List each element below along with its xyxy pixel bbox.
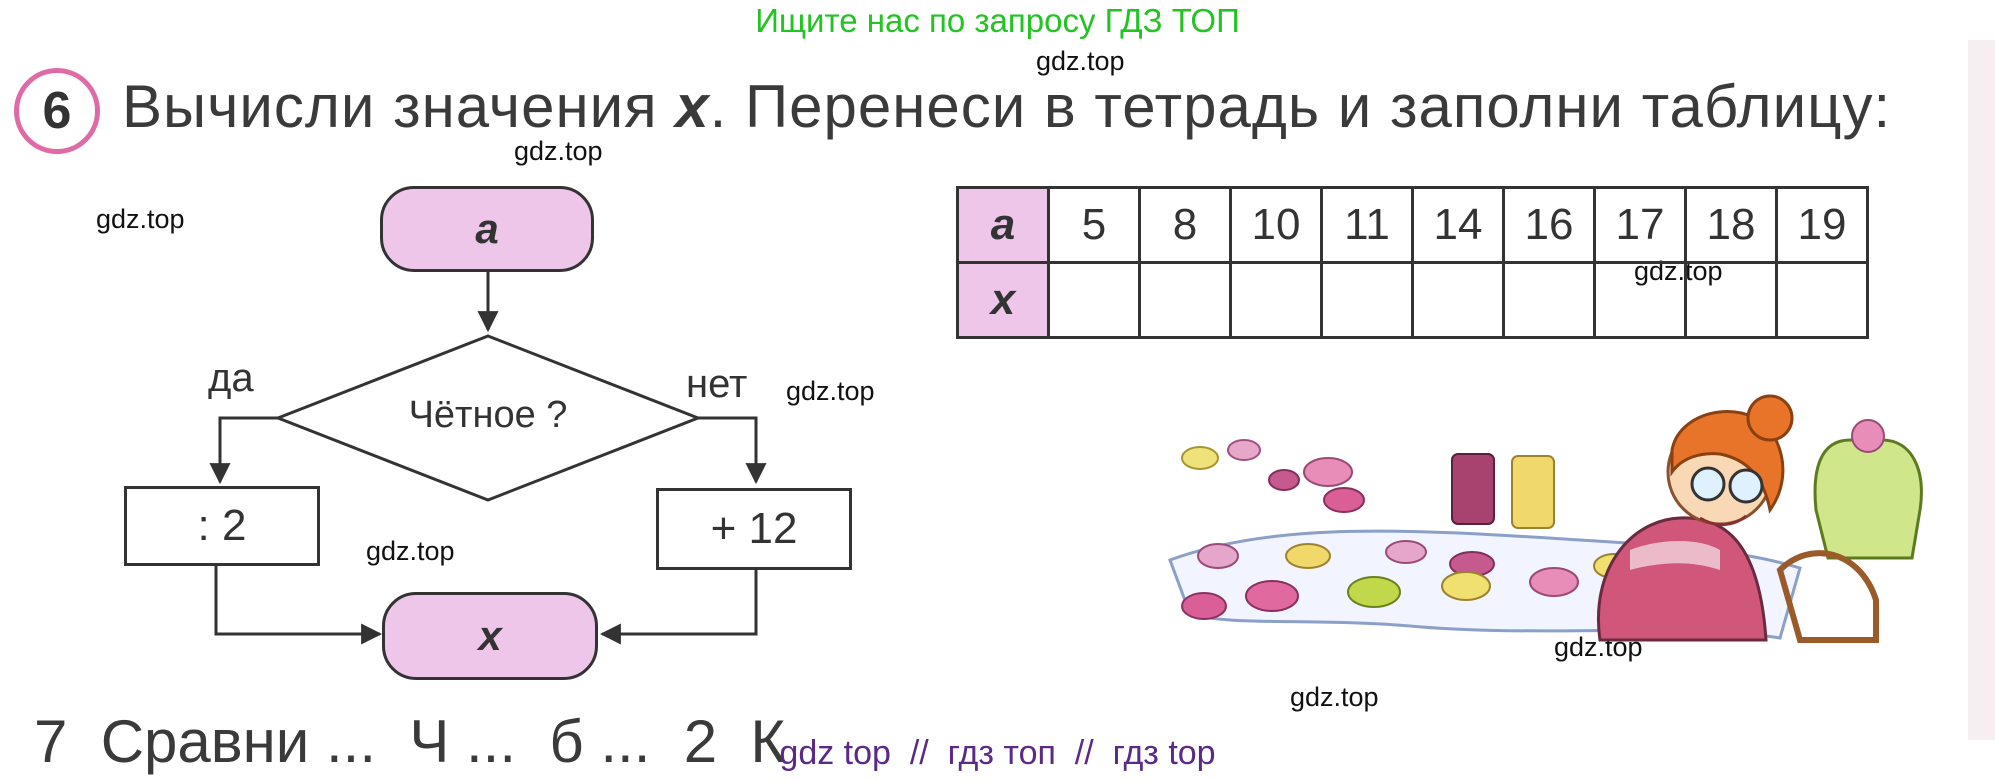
arrow-yes xyxy=(209,416,278,485)
watermark: gdz.top xyxy=(96,204,185,234)
arrow-yes-to-end xyxy=(214,566,383,645)
watermark: gdz.top xyxy=(786,376,875,406)
watermark: gdz.top xyxy=(1290,682,1379,712)
table-cell-x[interactable] xyxy=(1502,261,1596,339)
table-cell-a: 16 xyxy=(1502,186,1596,264)
banner-bottom: gdz top // гдз топ // гдз top xyxy=(779,734,1216,772)
table-cell-a: 10 xyxy=(1229,186,1323,264)
table-row-x: x xyxy=(956,261,1869,339)
table-cell-x[interactable] xyxy=(1775,261,1869,339)
table-cell-x[interactable] xyxy=(1411,261,1505,339)
table-cell-a: 18 xyxy=(1684,186,1778,264)
table-cell-x[interactable] xyxy=(1593,261,1687,339)
row-label-x: x xyxy=(956,261,1050,339)
table-cell-x[interactable] xyxy=(1684,261,1778,339)
row-label-a: a xyxy=(956,186,1050,264)
page-edge xyxy=(1968,40,1995,740)
watermark: gdz.top xyxy=(514,136,603,166)
task-text-before: Вычисли значения xyxy=(122,73,676,140)
arrow-no xyxy=(698,416,767,485)
task-statement: Вычисли значения x. Перенеси в тетрадь и… xyxy=(122,72,1891,141)
table-cell-a: 11 xyxy=(1320,186,1414,264)
no-action-box: + 12 xyxy=(656,488,852,570)
arrow-no-to-end xyxy=(599,570,758,645)
table-cell-a: 19 xyxy=(1775,186,1869,264)
task-number-badge: 6 xyxy=(14,68,100,154)
table-cell-a: 14 xyxy=(1411,186,1505,264)
sewing-girl-illustration xyxy=(1168,394,1923,643)
table-cell-x[interactable] xyxy=(1320,261,1414,339)
task-variable: x xyxy=(675,73,710,140)
banner-top: Ищите нас по запросу ГДЗ ТОП xyxy=(755,2,1240,39)
table-cell-a: 5 xyxy=(1047,186,1141,264)
values-table: a 5 8 10 11 14 16 17 18 19 x xyxy=(956,186,1869,339)
flowchart-start-node: a xyxy=(380,186,594,272)
yes-branch-label: да xyxy=(208,356,254,400)
table-cell-x[interactable] xyxy=(1047,261,1141,339)
watermark: gdz.top xyxy=(366,536,455,566)
no-branch-label: нет xyxy=(686,362,748,406)
condition-diamond xyxy=(273,334,703,502)
next-task-fragment: 7 Сравни ... Ч ... б ... 2 К xyxy=(34,708,786,775)
task-text-after: . Перенеси в тетрадь и заполни таблицу: xyxy=(709,73,1892,140)
yes-action-box: : 2 xyxy=(124,486,320,566)
flowchart-end-node: x xyxy=(382,592,598,680)
table-row-a: a 5 8 10 11 14 16 17 18 19 xyxy=(956,186,1869,264)
condition-label: Чётное ? xyxy=(408,394,568,436)
table-cell-a: 17 xyxy=(1593,186,1687,264)
watermark: gdz.top xyxy=(1036,46,1125,76)
next-task-cut: 7 Сравни ... Ч ... б ... 2 К xyxy=(0,712,1995,772)
table-cell-a: 8 xyxy=(1138,186,1232,264)
table-cell-x[interactable] xyxy=(1138,261,1232,339)
table-cell-x[interactable] xyxy=(1229,261,1323,339)
